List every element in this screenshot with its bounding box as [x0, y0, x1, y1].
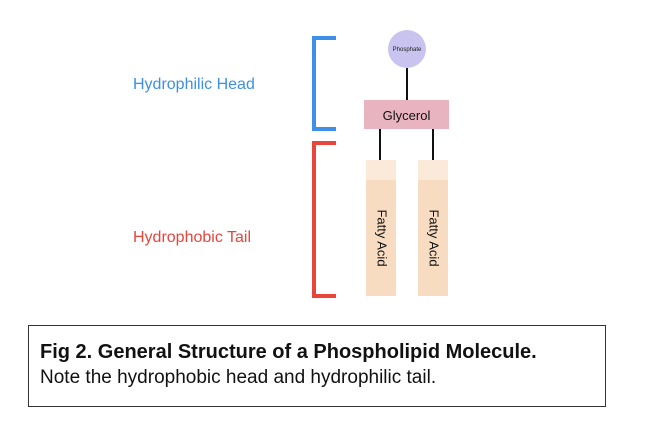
head-bracket: [312, 36, 336, 131]
fatty-acid-label-1: Fatty Acid: [375, 209, 390, 266]
fatty-acid-chain-2: Fatty Acid: [418, 160, 448, 296]
phosphate-circle: [388, 30, 426, 68]
figure-caption: Fig 2. General Structure of a Phospholip…: [28, 325, 606, 407]
caption-note: Note the hydrophobic head and hydrophili…: [40, 367, 437, 388]
tail-bracket: [312, 141, 336, 298]
fatty-acid-label-2: Fatty Acid: [427, 209, 442, 266]
caption-title: Fig 2. General Structure of a Phospholip…: [40, 341, 537, 363]
hydrophobic-tail-label: Hydrophobic Tail: [133, 229, 251, 246]
glycerol-label: Glycerol: [383, 108, 431, 123]
hydrophilic-head-label: Hydrophilic Head: [133, 76, 255, 93]
glycerol-box: [364, 100, 449, 129]
phosphate-label: Phosphate: [393, 47, 422, 53]
fatty-acid-chain-1: Fatty Acid: [366, 160, 396, 296]
